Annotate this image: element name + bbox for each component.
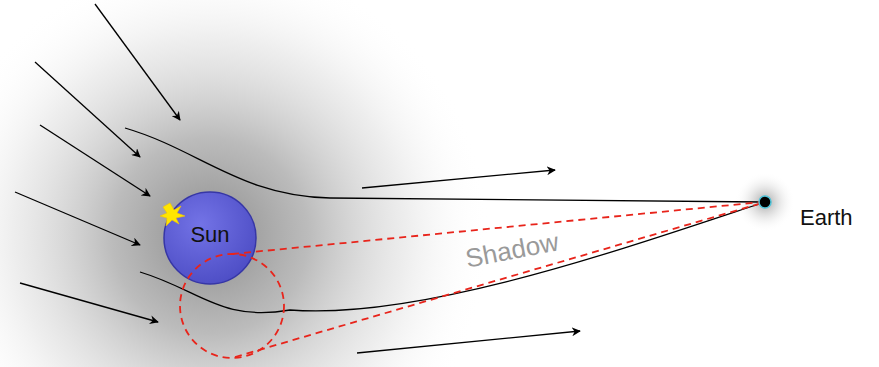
sun-disc (164, 192, 256, 284)
sight-line (235, 203, 762, 357)
node-text: Earth (800, 205, 855, 230)
shadow-label: Shadow (463, 228, 560, 271)
earth-dot (759, 196, 771, 208)
flow-arrow (15, 192, 140, 245)
flow-arrow (20, 283, 158, 322)
earth-node: Earth (800, 205, 855, 231)
sun-node: Sun (164, 192, 256, 284)
flow-arrow (35, 62, 140, 157)
flow-arrow (362, 170, 555, 188)
node-text: Sun (190, 222, 229, 247)
light-path (125, 128, 762, 202)
flow-arrow (40, 125, 150, 196)
flow-arrow (357, 331, 580, 353)
flow-arrow (95, 4, 180, 120)
flow-arrows (15, 4, 580, 353)
apparent-sun-circle (180, 254, 284, 358)
flare-burst (160, 203, 185, 226)
